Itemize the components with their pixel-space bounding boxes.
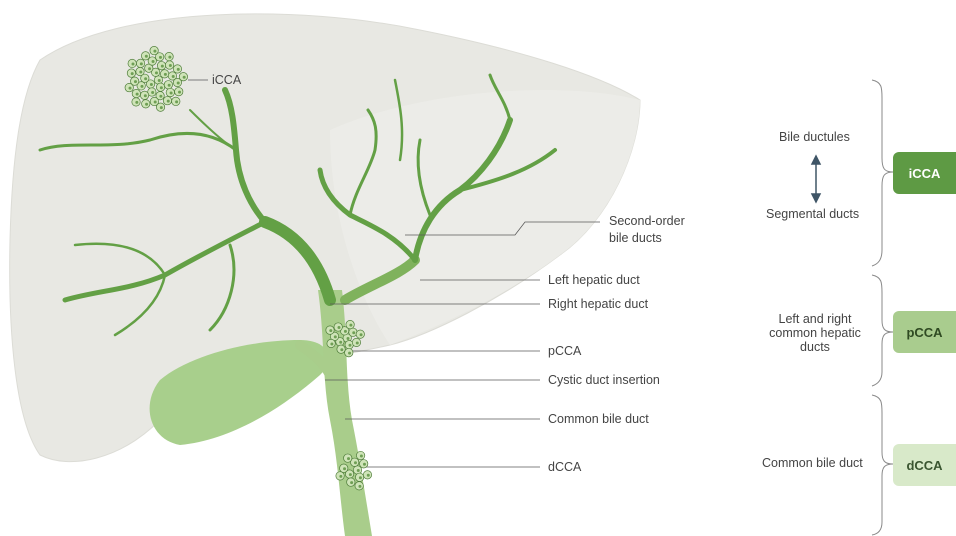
tumor-cell-nucleus [151, 91, 154, 94]
tumor-cell-nucleus [154, 100, 157, 103]
tumor-cell-nucleus [144, 94, 147, 97]
tumor-cell-nucleus [330, 342, 333, 345]
tumor-cell-nucleus [129, 87, 132, 90]
tumor-cell-nucleus [352, 331, 355, 334]
tumor-cell-nucleus [158, 79, 161, 82]
tumor-cell-nucleus [169, 64, 172, 67]
tumor-cell-nucleus [339, 475, 342, 478]
tumor-cell-nucleus [348, 344, 351, 347]
segmental-ducts-label: Segmental ducts [766, 207, 859, 222]
tumor-cell-nucleus [167, 100, 170, 103]
pcca-region-label-1: Left and right [760, 312, 870, 327]
tumor-cell-nucleus [334, 335, 337, 338]
tumor-cell-nucleus [131, 72, 134, 75]
tumor-cell-nucleus [172, 75, 175, 78]
cystic-duct-insertion-label: Cystic duct insertion [548, 373, 660, 388]
tumor-cell-nucleus [145, 55, 148, 58]
tumor-cell-nucleus [354, 461, 357, 464]
tumor-cell-nucleus [144, 77, 147, 80]
tumor-cell-nucleus [139, 71, 142, 74]
tumor-cell-nucleus [347, 457, 350, 460]
icca-box: iCCA [893, 152, 956, 194]
tumor-cell-nucleus [145, 103, 148, 106]
second-order-label-1: Second-order [609, 214, 685, 229]
tumor-cell-nucleus [164, 73, 167, 76]
tumor-cell-nucleus [160, 86, 163, 89]
tumor-cell-nucleus [131, 62, 134, 65]
double-arrow-icon [812, 156, 820, 202]
bile-ductules-label: Bile ductules [779, 130, 850, 145]
tumor-cell-nucleus [135, 101, 138, 104]
tumor-cell-nucleus [159, 95, 162, 98]
tumor-cell-nucleus [350, 481, 353, 484]
tumor-cell-nucleus [367, 474, 370, 477]
tumor-cell-nucleus [183, 76, 186, 79]
tumor-cell-nucleus [360, 333, 363, 336]
dcca-tumor-label: dCCA [548, 460, 581, 475]
tumor-cell-nucleus [177, 82, 180, 85]
dcca-box-label: dCCA [906, 458, 942, 473]
tumor-cell-nucleus [134, 80, 137, 83]
common-bile-duct-region-label: Common bile duct [762, 456, 863, 471]
icca-tumor-label: iCCA [212, 73, 241, 88]
tumor-cell-nucleus [155, 71, 158, 74]
tumor-cell-nucleus [357, 469, 360, 472]
pcca-box: pCCA [893, 311, 956, 353]
tumor-cell-nucleus [160, 106, 163, 109]
dcca-box: dCCA [893, 444, 956, 486]
tumor-cell-nucleus [363, 463, 366, 466]
tumor-cell-nucleus [339, 341, 342, 344]
tumor-cell-nucleus [358, 485, 361, 488]
tumor-cell-nucleus [349, 324, 352, 327]
tumor-cell-nucleus [348, 352, 351, 355]
tumor-cell-nucleus [175, 100, 178, 103]
tumor-cell-nucleus [178, 91, 181, 94]
tumor-cell-nucleus [329, 329, 332, 332]
pcca-region-label-3: ducts [760, 340, 870, 355]
tumor-cell-nucleus [349, 473, 352, 476]
tumor-cell-nucleus [150, 83, 153, 86]
second-order-label-2: bile ducts [609, 231, 662, 246]
tumor-cell-nucleus [347, 337, 350, 340]
tumor-cell-nucleus [343, 467, 346, 470]
pcca-box-label: pCCA [906, 325, 942, 340]
pcca-tumor-label: pCCA [548, 344, 581, 359]
tumor-cell-nucleus [152, 60, 155, 63]
tumor-cell-nucleus [140, 85, 143, 88]
tumor-cell-nucleus [360, 455, 363, 458]
classification-brackets [872, 80, 893, 535]
tumor-cell-nucleus [140, 62, 143, 65]
tumor-cell-nucleus [148, 67, 151, 70]
common-bile-duct-label: Common bile duct [548, 412, 649, 427]
tumor-cell-nucleus [359, 476, 362, 479]
tumor-cell-nucleus [344, 330, 347, 333]
tumor-cell-nucleus [168, 84, 171, 87]
right-hepatic-duct-label: Right hepatic duct [548, 297, 648, 312]
tumor-cell-nucleus [337, 326, 340, 329]
tumor-cell-nucleus [340, 348, 343, 351]
tumor-cell-nucleus [136, 93, 139, 96]
tumor-cell-nucleus [177, 68, 180, 71]
left-hepatic-duct-label: Left hepatic duct [548, 273, 640, 288]
icca-box-label: iCCA [909, 166, 941, 181]
tumor-cell-nucleus [153, 50, 156, 53]
pcca-region-label-2: common hepatic [760, 326, 870, 341]
tumor-cell-nucleus [168, 56, 171, 59]
tumor-cell-nucleus [170, 92, 173, 95]
tumor-cell-nucleus [161, 65, 164, 68]
tumor-cell-nucleus [356, 341, 359, 344]
tumor-cell-nucleus [159, 56, 162, 59]
